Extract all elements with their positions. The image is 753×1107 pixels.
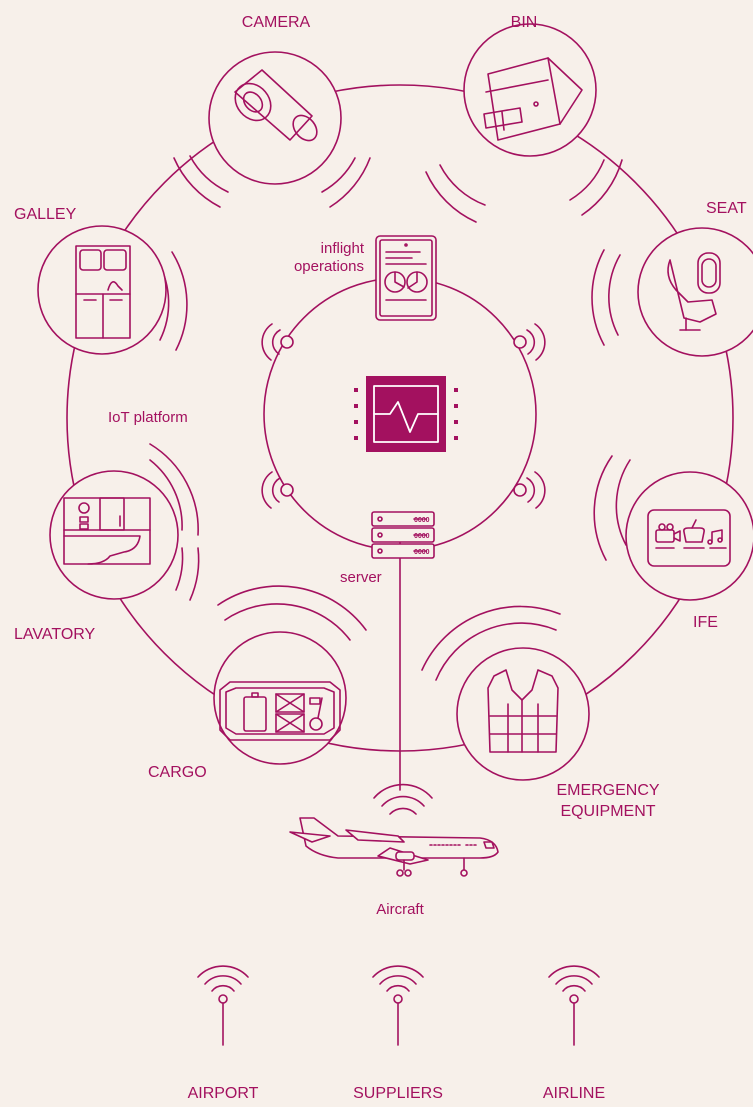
label-ife: IFE [693,614,718,631]
seat-node [591,227,753,357]
label-lavatory: LAVATORY [14,626,96,643]
label-aircraft: Aircraft [376,901,424,918]
cargo-icon [219,681,341,741]
lavatory-node [49,443,200,601]
chip-icon [354,376,458,452]
aircraft-icon [289,817,499,877]
cargo-node [213,585,367,765]
seat-icon [667,252,721,331]
label-airport: AIRPORT [187,1085,259,1102]
label-iot-platform: IoT platform [108,409,188,426]
label-camera: CAMERA [241,14,311,31]
ife-icon [647,509,731,567]
label-inflight-line1: inflight [320,240,364,257]
tablet-icon [379,239,433,317]
label-emergency-line1: EMERGENCY [556,782,660,799]
galley-icon [75,245,131,339]
server-digits-3: 0000 [414,549,430,556]
label-bin: BIN [510,14,538,31]
label-cargo: CARGO [148,764,207,781]
inner-node-top-right [513,323,546,361]
label-emergency-line2: EQUIPMENT [560,803,656,820]
inner-node-bottom-left [261,471,294,509]
tablet-node [375,235,437,321]
galley-node [37,225,188,355]
label-galley: GALLEY [14,206,77,223]
emergency-node [421,605,590,781]
antenna-airport [197,965,249,1046]
server-digits-2: 0000 [414,533,430,540]
emergency-vest-icon [487,669,559,753]
camera-icon [234,69,318,142]
label-suppliers: SUPPLIERS [353,1085,443,1102]
label-airline: AIRLINE [542,1085,606,1102]
camera-node [173,51,371,208]
inner-node-bottom-right [513,471,546,509]
lavatory-icon [63,497,151,565]
server-digits-1: 0000 [414,517,430,524]
antenna-suppliers [372,965,424,1046]
antenna-airline [548,965,600,1046]
server-icon [371,511,435,559]
inner-node-top-left [261,323,294,361]
label-server: server [340,569,382,586]
bin-node [425,23,623,223]
label-inflight-line2: operations [293,258,364,275]
ife-node [593,455,753,601]
aircraft-wifi-icon [373,783,433,815]
label-seat: SEAT [706,200,747,217]
bin-icon [483,57,583,141]
